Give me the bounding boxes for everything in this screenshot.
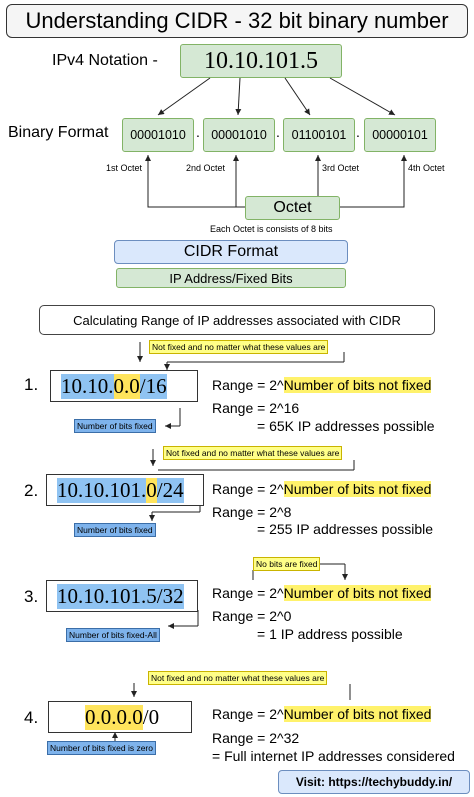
ex4-range-line2: Range = 2^32 bbox=[212, 730, 300, 746]
ex3-range-line2: Range = 2^0 bbox=[212, 608, 292, 624]
ex2-free-part: 0 bbox=[146, 477, 157, 503]
calc-heading: Calculating Range of IP addresses associ… bbox=[39, 305, 435, 335]
cidr-format-box: CIDR Format bbox=[114, 240, 348, 264]
ex4-range-line3: = Full internet IP addresses considered bbox=[212, 748, 455, 764]
ex1-range-prefix: Range = 2^ bbox=[212, 377, 284, 393]
ex4-cidr-box: 0.0.0.0/0 bbox=[48, 701, 192, 733]
ex3-range-line1: Range = 2^Number of bits not fixed bbox=[212, 585, 432, 602]
ex2-range-line2: Range = 2^8 bbox=[212, 504, 292, 520]
octet-2-box: 00001010 bbox=[203, 118, 275, 152]
ex1-range-highlight: Number of bits not fixed bbox=[283, 377, 432, 393]
ex2-range-line1: Range = 2^Number of bits not fixed bbox=[212, 481, 432, 498]
ex2-number: 2. bbox=[24, 481, 39, 500]
ex3-bottom-note: Number of bits fixed-All bbox=[66, 628, 160, 642]
ex1-fixed-part: 10.10. bbox=[61, 373, 114, 399]
octet-note: Each Octet is consists of 8 bits bbox=[210, 224, 333, 234]
ex1-number: 1. bbox=[24, 375, 39, 394]
ex3-prefix: /32 bbox=[156, 583, 184, 609]
cidr-format-sub: IP Address/Fixed Bits bbox=[116, 268, 346, 288]
octet-4-box: 00000101 bbox=[364, 118, 436, 152]
ex3-range-line3: = 1 IP address possible bbox=[257, 626, 403, 642]
ex3-top-note: No bits are fixed bbox=[253, 557, 321, 571]
ex4-bottom-note: Number of bits fixed is zero bbox=[47, 741, 156, 755]
octet-dot: . bbox=[356, 124, 360, 140]
ex1-prefix: /16 bbox=[139, 373, 167, 399]
ex3-range-highlight: Number of bits not fixed bbox=[283, 585, 432, 601]
ex3-cidr-box: 10.10.101.5/32 bbox=[46, 580, 198, 612]
binary-format-label: Binary Format bbox=[8, 124, 109, 141]
octet-box: Octet bbox=[245, 196, 340, 220]
ex3-fixed-part: 10.10.101.5 bbox=[57, 583, 157, 609]
ex3-range-prefix: Range = 2^ bbox=[212, 585, 284, 601]
ex4-number: 4. bbox=[24, 708, 39, 727]
ex2-bottom-note: Number of bits fixed bbox=[74, 523, 156, 537]
octet-1-box: 00001010 bbox=[122, 118, 194, 152]
ex4-prefix: /0 bbox=[142, 704, 160, 729]
ex2-range-line3: = 255 IP addresses possible bbox=[257, 521, 434, 537]
ex1-top-note: Not fixed and no matter what these value… bbox=[149, 340, 329, 354]
ex4-range-prefix: Range = 2^ bbox=[212, 706, 284, 722]
octet-label-2: 2nd Octet bbox=[186, 163, 226, 173]
ex1-range-line3: = 65K IP addresses possible bbox=[257, 418, 435, 434]
ex4-top-note: Not fixed and no matter what these value… bbox=[148, 671, 328, 685]
octet-dot: . bbox=[276, 124, 280, 140]
ex4-range-line1: Range = 2^Number of bits not fixed bbox=[212, 706, 432, 723]
octet-label-1: 1st Octet bbox=[106, 163, 143, 173]
ex2-range-prefix: Range = 2^ bbox=[212, 481, 284, 497]
ex2-fixed-part: 10.10.101. bbox=[57, 477, 147, 503]
ex2-cidr-box: 10.10.101.0/24 bbox=[46, 474, 204, 506]
ex1-range-line2: Range = 2^16 bbox=[212, 400, 300, 416]
ex2-top-note: Not fixed and no matter what these value… bbox=[163, 446, 343, 460]
ex4-free-part: 0.0.0.0 bbox=[85, 704, 143, 730]
ex2-prefix: /24 bbox=[156, 477, 184, 503]
ipv4-value-box: 10.10.101.5 bbox=[180, 44, 342, 78]
ex3-number: 3. bbox=[24, 587, 39, 606]
octet-dot: . bbox=[196, 124, 200, 140]
ipv4-label: IPv4 Notation - bbox=[52, 52, 158, 69]
footer-link[interactable]: Visit: https://techybuddy.in/ bbox=[278, 770, 470, 794]
ex4-range-highlight: Number of bits not fixed bbox=[283, 706, 432, 722]
page-title: Understanding CIDR - 32 bit binary numbe… bbox=[6, 4, 468, 38]
ex1-free-part: 0.0 bbox=[113, 373, 140, 399]
octet-3-box: 01100101 bbox=[283, 118, 355, 152]
ex1-range-line1: Range = 2^Number of bits not fixed bbox=[212, 377, 432, 394]
ex2-range-highlight: Number of bits not fixed bbox=[283, 481, 432, 497]
octet-label-4: 4th Octet bbox=[408, 163, 445, 173]
ex1-cidr-box: 10.10.0.0/16 bbox=[50, 370, 198, 402]
octet-label-3: 3rd Octet bbox=[322, 163, 360, 173]
ex1-bottom-note: Number of bits fixed bbox=[74, 419, 156, 433]
